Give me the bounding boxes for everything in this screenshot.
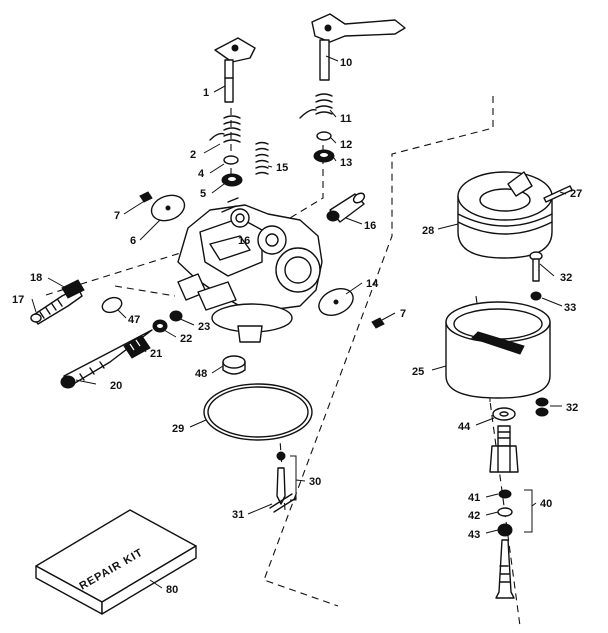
part-47-gasket (101, 296, 123, 314)
callout-33: 33 (564, 302, 576, 314)
part-33-washer (530, 291, 542, 301)
part-7-screw-left (139, 191, 153, 203)
part-21-spring (123, 335, 151, 359)
part-13-seal (313, 149, 335, 163)
callout-14: 14 (366, 278, 379, 290)
part-10-choke-shaft (311, 13, 406, 81)
callout-22: 22 (180, 333, 192, 345)
part-25-float-bowl (445, 301, 551, 402)
part-15-spring (255, 141, 269, 175)
callout-17: 17 (12, 294, 24, 306)
callout-7b: 7 (400, 308, 406, 320)
callout-31: 31 (232, 509, 244, 521)
part-17-18-idle-screw (30, 279, 85, 325)
part-30-inlet-needle (276, 451, 286, 505)
callout-16b: 16 (364, 220, 376, 232)
callout-43: 43 (468, 529, 480, 541)
part-22-washer (152, 319, 168, 333)
part-28-float (457, 171, 553, 259)
callout-18: 18 (30, 272, 42, 284)
callout-41: 41 (468, 492, 480, 504)
part-40-nozzle-assembly (489, 425, 519, 473)
callout-1: 1 (203, 87, 209, 99)
callout-11: 11 (340, 113, 352, 125)
part-80-repair-kit: REPAIR KIT (35, 509, 197, 615)
part-14-choke-plate (318, 288, 354, 316)
callout-47: 47 (128, 314, 140, 326)
part-32-screw-lower (535, 397, 549, 417)
callout-4: 4 (198, 168, 205, 180)
part-41-42-43-seals (497, 489, 513, 537)
callout-labels: 1 2 4 5 6 7 7 10 11 12 13 14 15 16 16 17… (12, 57, 582, 596)
callout-20: 20 (110, 380, 122, 392)
callout-32a: 32 (560, 272, 572, 284)
part-1-throttle-shaft (214, 37, 256, 103)
callout-29: 29 (172, 423, 184, 435)
callout-7a: 7 (114, 210, 120, 222)
callout-12: 12 (340, 139, 352, 151)
callout-23: 23 (198, 321, 210, 333)
callout-32b: 32 (566, 402, 578, 414)
part-27-float-pin (543, 185, 573, 203)
callout-25: 25 (412, 366, 424, 378)
callout-13: 13 (340, 157, 352, 169)
assembly-guide-lines (45, 96, 521, 627)
callout-80: 80 (166, 584, 178, 596)
part-11-spring (299, 93, 333, 119)
callout-27: 27 (570, 188, 582, 200)
part-32-screw-upper (529, 251, 543, 282)
part-40-needle (495, 539, 515, 599)
part-44-washer (492, 407, 516, 421)
part-2-spring (209, 115, 241, 143)
callout-15: 15 (276, 162, 288, 174)
callout-16a: 16 (238, 235, 250, 247)
part-29-bowl-gasket (203, 383, 313, 441)
part-5-seal (221, 173, 243, 187)
callout-30: 30 (309, 476, 321, 488)
callout-21: 21 (150, 348, 162, 360)
carburetor-body (177, 197, 323, 343)
callout-44: 44 (458, 421, 471, 433)
part-48-plug (222, 355, 246, 375)
callout-42: 42 (468, 510, 480, 522)
part-7-screw-right (371, 317, 385, 329)
part-12-washer (316, 131, 332, 141)
callout-48: 48 (195, 368, 207, 380)
leader-lines (31, 55, 567, 589)
callout-10: 10 (340, 57, 352, 69)
callout-28: 28 (422, 225, 434, 237)
callout-6: 6 (130, 235, 136, 247)
part-6-throttle-plate (150, 194, 186, 222)
part-30-bracket (290, 455, 297, 501)
part-16-inlet-fitting (326, 192, 366, 223)
callout-40: 40 (540, 498, 552, 510)
part-40-bracket (524, 489, 533, 533)
callout-2: 2 (190, 149, 196, 161)
callout-5: 5 (200, 188, 206, 200)
part-4-washer (223, 155, 239, 165)
